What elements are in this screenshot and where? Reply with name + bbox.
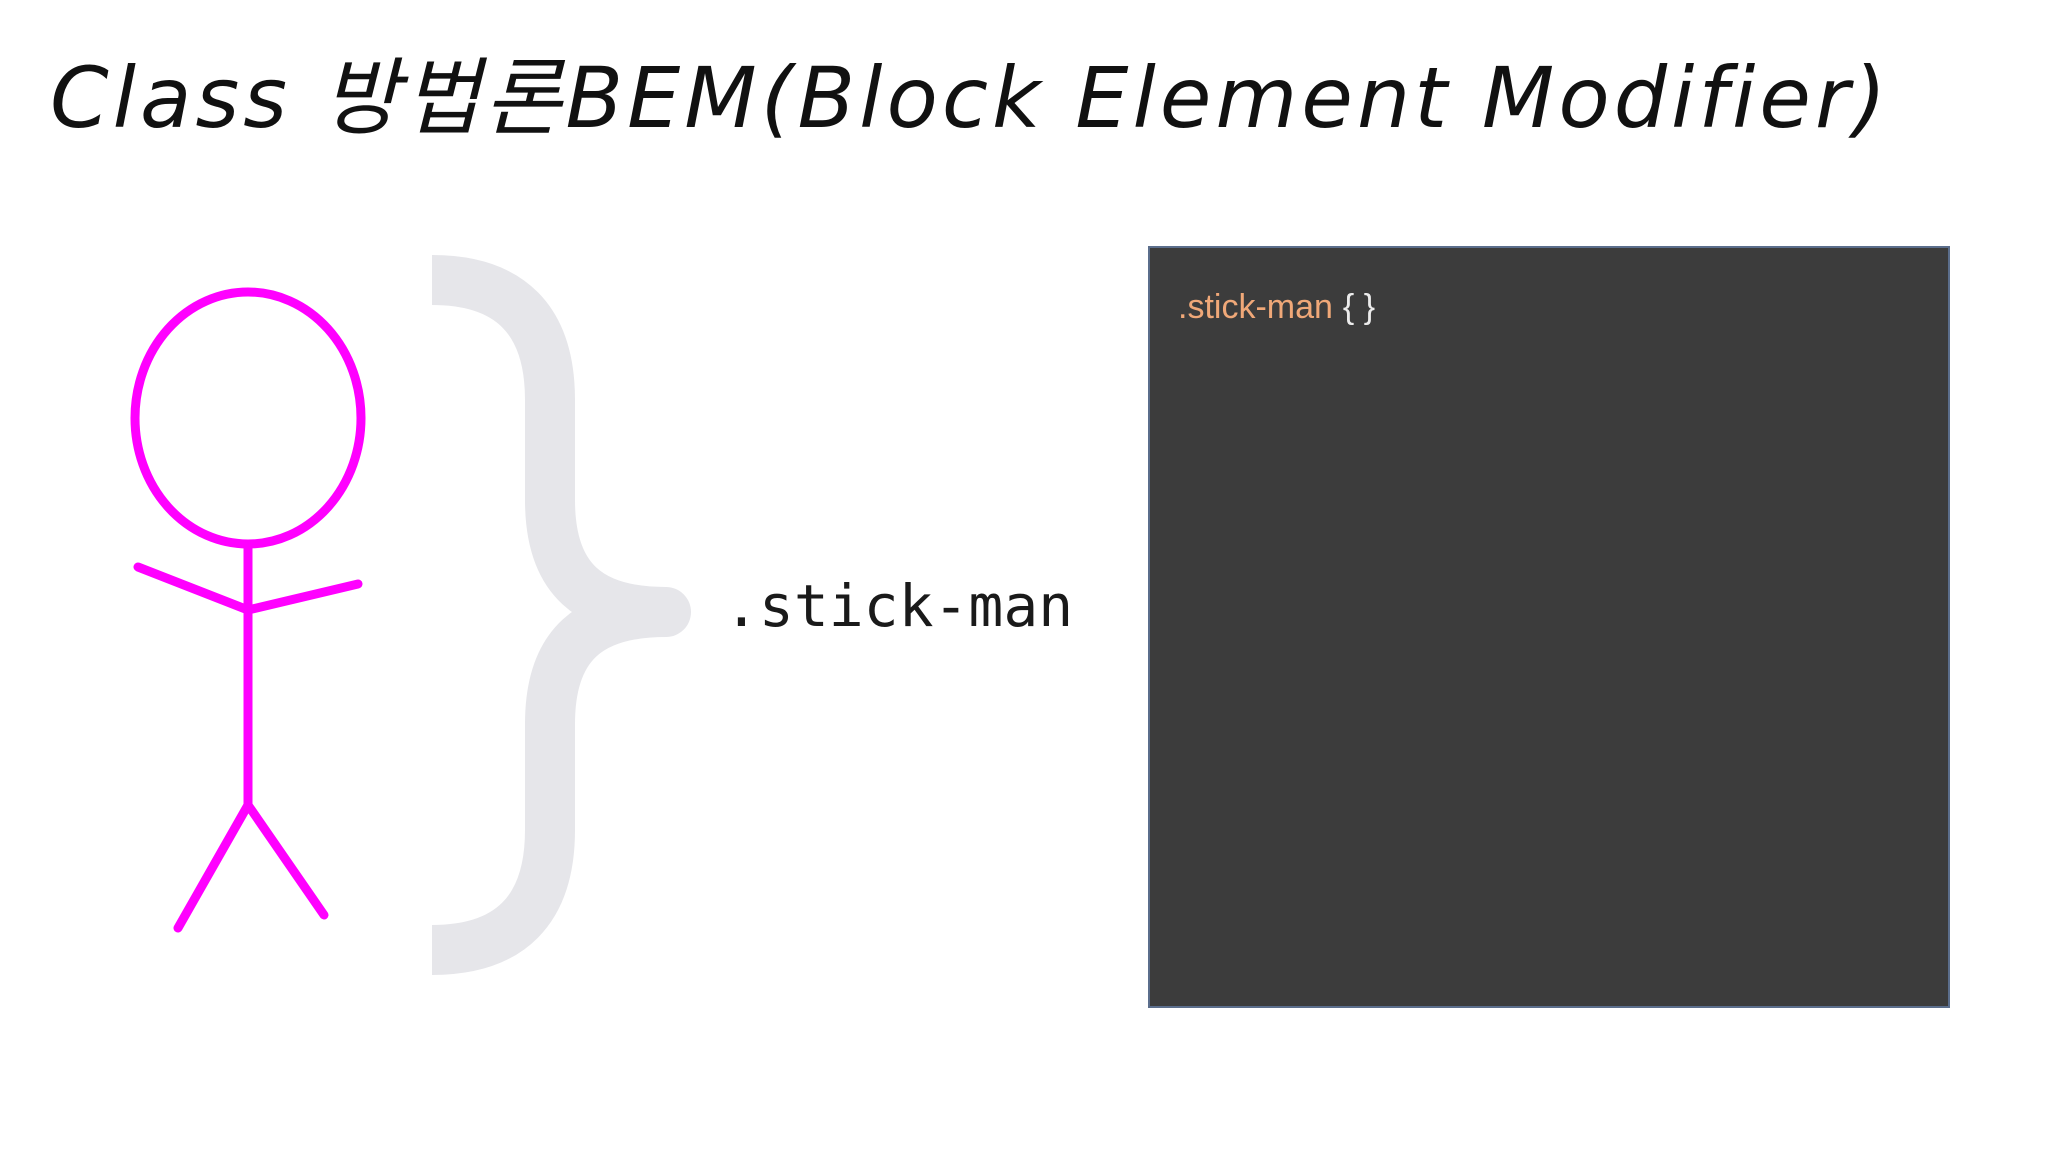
- curly-brace: [431, 255, 691, 975]
- stick-man: [130, 287, 366, 933]
- code-selector: .stick-man: [1178, 288, 1333, 326]
- stick-man-arms: [133, 562, 363, 615]
- code-editor-panel: .stick-man { }: [1148, 246, 1950, 1008]
- slide-title: Class 방법론BEM(Block Element Modifier): [50, 49, 1891, 147]
- code-braces: { }: [1342, 288, 1376, 326]
- stick-man-legs: [173, 800, 329, 933]
- stick-man-head: [130, 287, 366, 549]
- code-line: .stick-man { }: [1178, 290, 1375, 324]
- class-name-label: .stick-man: [724, 572, 1074, 640]
- stick-man-figure: [130, 255, 691, 975]
